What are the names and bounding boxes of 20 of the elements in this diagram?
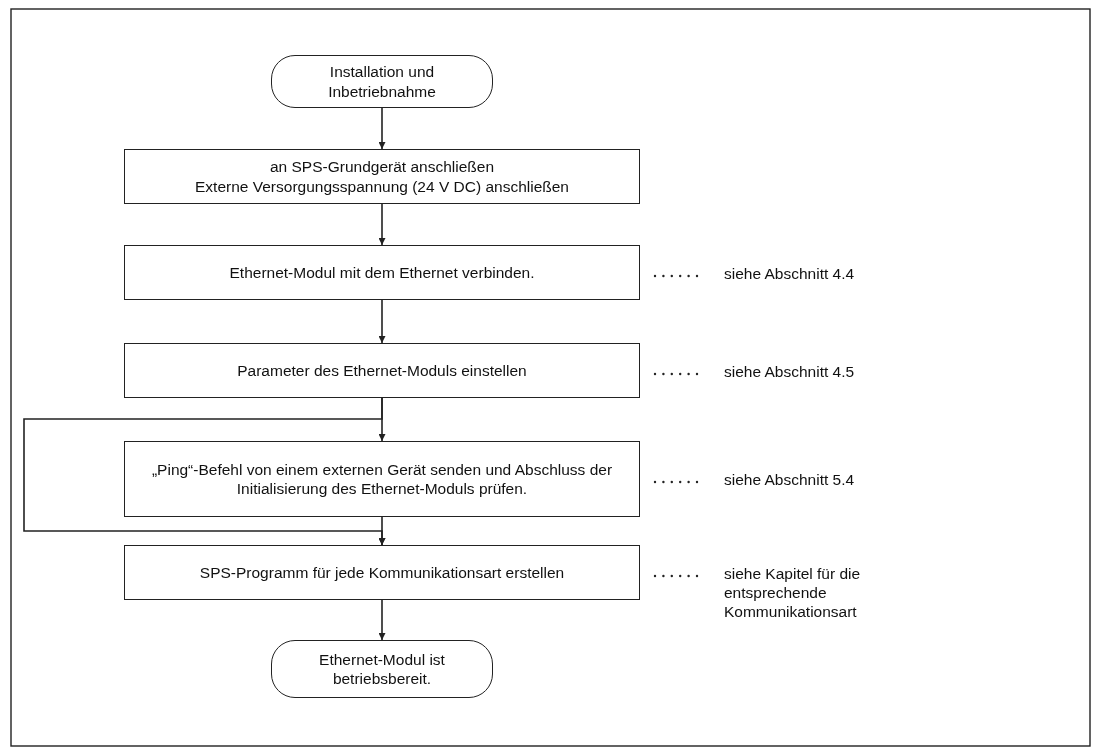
arrow [378, 599, 386, 641]
reference-note: siehe Abschnitt 4.5 [724, 361, 856, 381]
terminal-box [271, 55, 493, 108]
step-text: Ethernet-Modul ist betriebsbereit. [318, 649, 446, 689]
step-text: „Ping“-Befehl von einem externen Gerät senden und Abschluss der Initialisierung des Ethernet-Moduls prüfen. [150, 459, 614, 499]
step-text: Ethernet-Modul mit dem Ethernet verbinden. [229, 262, 535, 283]
arrow [378, 299, 386, 344]
terminal-box [271, 640, 493, 698]
arrow [378, 107, 386, 150]
step-text: Externe Versorgungsspannung (24 V DC) anschließen [195, 176, 569, 196]
arrow [23, 397, 386, 546]
reference-note: siehe Abschnitt 5.4 [724, 470, 856, 490]
step-text: SPS-Programm für jede Kommunikationsart erstellen [199, 562, 565, 583]
reference-note: siehe Kapitel für die entsprechende Kommunikationsart [724, 563, 862, 622]
reference-note: siehe Abschnitt 4.4 [724, 263, 856, 283]
step-text: Installation und Inbetriebnahme [327, 62, 437, 101]
process-box [124, 149, 640, 204]
arrow [378, 203, 386, 246]
step-text: an SPS-Grundgerät anschließen [270, 157, 494, 177]
step-text: Parameter des Ethernet-Moduls einstellen [237, 360, 527, 381]
